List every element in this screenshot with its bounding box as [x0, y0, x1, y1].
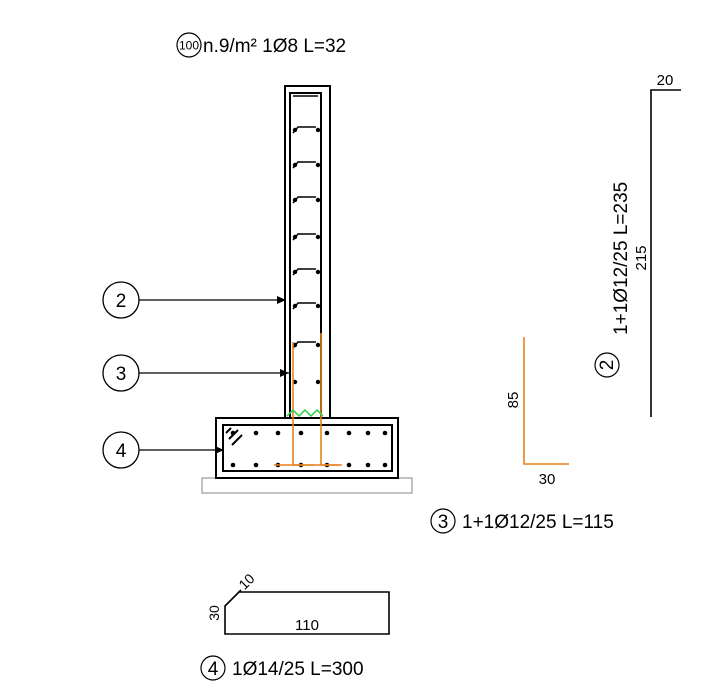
callout-2: 2 — [102, 281, 286, 319]
wall-outline — [284, 85, 331, 418]
wall-bar-dots-right — [315, 127, 321, 385]
bar-3-detail: 85 30 3 1+1Ø12/25 L=115 — [430, 337, 614, 534]
wall-stem — [284, 85, 331, 418]
callout-3-arrow — [280, 369, 289, 377]
bar-3-dim-vertical: 85 — [505, 392, 522, 409]
bar-4-shape — [224, 589, 390, 635]
bar-2-dim-vertical: 215 — [633, 245, 650, 270]
callout-3-label: 3 — [116, 364, 127, 385]
callout-4-arrow — [215, 446, 224, 454]
bar-4-id-circle — [200, 655, 226, 681]
bar-3-spec: 1+1Ø12/25 L=115 — [462, 512, 614, 533]
bar-3-id-circle — [430, 508, 456, 534]
starter-bar-left — [292, 342, 313, 466]
stirrup-spec: n.9/m² 1Ø8 L=32 — [203, 36, 346, 57]
mark-100-circle — [176, 32, 202, 58]
bar-3-dim-horizontal: 30 — [539, 471, 556, 488]
callout-4: 4 — [102, 431, 224, 469]
wall-stirrup-hooks — [292, 126, 316, 349]
wall-bar-2 — [289, 92, 322, 418]
footing-bar-dots-top — [230, 430, 388, 436]
bar-2-id: 2 — [597, 360, 618, 371]
bar-3-shape — [523, 337, 569, 465]
bar-2-id-circle — [594, 352, 620, 378]
header-stirrup-mark: 100 n.9/m² 1Ø8 L=32 — [176, 32, 346, 58]
bar-4-spec: 1Ø14/25 L=300 — [232, 659, 364, 680]
bar-2-spec: 1+1Ø12/25 L=235 — [611, 182, 632, 335]
callout-2-label: 2 — [116, 291, 127, 312]
bar-3-id: 3 — [438, 512, 449, 533]
footing-outline — [215, 417, 399, 479]
bar-2-shape — [650, 89, 681, 417]
bar-2-detail: 20 215 2 1+1Ø12/25 L=235 — [594, 72, 681, 417]
bar-4-id: 4 — [208, 659, 219, 680]
footing — [215, 417, 399, 479]
footing-bar-dots-bottom — [230, 462, 388, 468]
bar-2-dim-top: 20 — [657, 72, 674, 89]
bar-4-dim-vertical: 30 — [206, 605, 222, 621]
bar-4-dim-horizontal: 110 — [295, 617, 319, 634]
starter-bars-3 — [274, 333, 342, 466]
footing-bar-4 — [222, 424, 393, 472]
bar-4-detail: 10 30 110 4 1Ø14/25 L=300 — [200, 570, 390, 681]
bar-4-dim-hook: 10 — [235, 570, 257, 592]
callout-4-label: 4 — [116, 441, 127, 462]
callout-2-arrow — [277, 296, 286, 304]
callout-3: 3 — [102, 354, 289, 392]
construction-joint — [286, 408, 324, 418]
mark-100-label: 100 — [179, 39, 199, 53]
lean-concrete-base — [201, 477, 413, 494]
footing-hook-mark — [225, 427, 243, 446]
